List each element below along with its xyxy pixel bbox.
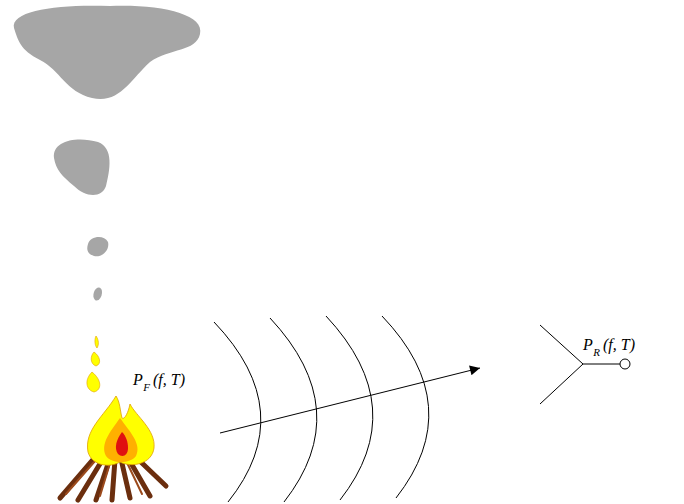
power-symbol: P: [583, 337, 593, 353]
smoke: [14, 6, 201, 301]
argument-list: (f, T): [603, 337, 635, 353]
campfire: [60, 336, 166, 500]
symbol-subscript: F: [143, 382, 150, 393]
argument-list: (f, T): [153, 372, 185, 388]
propagation-arrow: [220, 368, 480, 433]
symbol-subscript: R: [593, 347, 600, 358]
power-symbol: P: [133, 372, 143, 388]
radio-waves: [214, 316, 429, 502]
